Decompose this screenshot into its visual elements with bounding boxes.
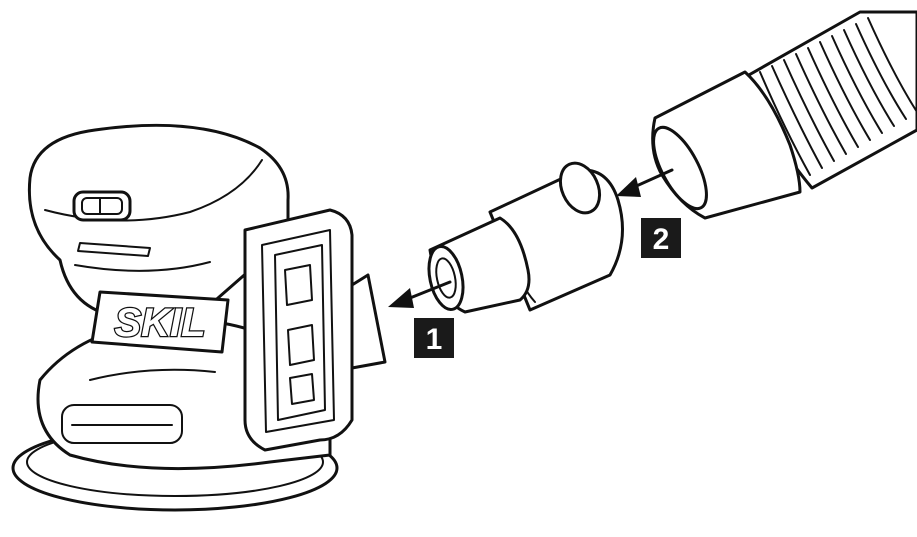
step-number: 2 xyxy=(653,223,670,256)
arrow-left-icon xyxy=(616,168,674,197)
step-number: 1 xyxy=(426,323,443,356)
dust-adapter xyxy=(427,161,624,314)
vacuum-hose xyxy=(651,10,917,220)
brand-logo: SKIL xyxy=(114,301,205,345)
arrow-left-icon xyxy=(388,280,452,308)
step-badge-1: 1 xyxy=(414,318,454,358)
step-badge-2: 2 xyxy=(641,218,681,258)
sander-tool: SKIL xyxy=(11,123,387,512)
